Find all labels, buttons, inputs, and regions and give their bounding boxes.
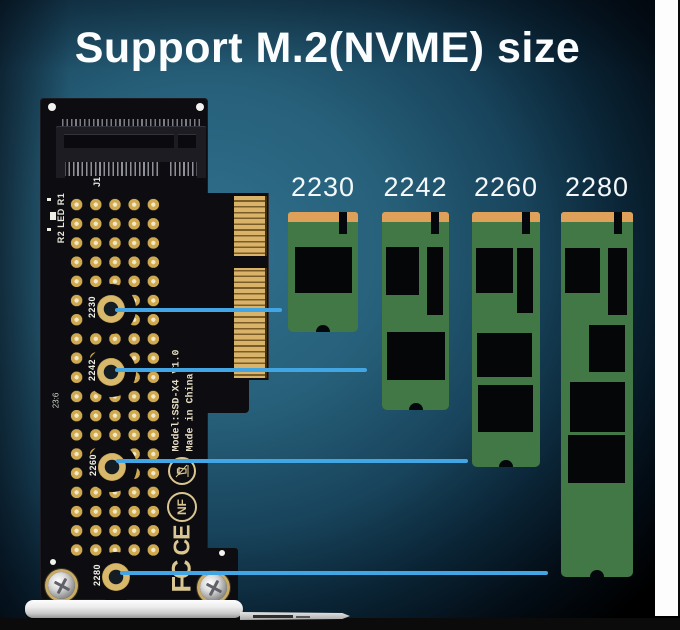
ssd-card-2260 <box>472 212 540 467</box>
controller-chip <box>517 248 533 313</box>
j1-silkscreen: J1 <box>92 177 102 188</box>
mounting-screw <box>48 572 75 599</box>
pcb-edge-tab <box>207 378 249 413</box>
date-code-silkscreen: 23:6 <box>51 392 61 409</box>
ssd-size-label-2260: 2260 <box>473 172 539 202</box>
pcie-key-notch <box>234 256 267 268</box>
nand-chip <box>295 247 352 293</box>
pcie-edge-connector <box>234 196 267 378</box>
nand-chip <box>589 325 625 372</box>
ssd-connector-edge <box>288 212 358 222</box>
standoff-label-2280: 2280 <box>92 563 102 587</box>
corner-hole <box>196 103 204 111</box>
callout-line-2280 <box>120 571 548 575</box>
origin-silkscreen: Made in China <box>185 373 197 452</box>
nf-logo: NF <box>167 492 197 522</box>
nand-chip <box>478 385 533 432</box>
nand-chip <box>568 435 625 483</box>
page-title: Support M.2(NVME) size <box>74 24 581 72</box>
ssd-size-label-2242: 2242 <box>383 172 448 202</box>
callout-line-2230 <box>115 308 282 312</box>
m2-socket-top-pins <box>62 119 200 126</box>
crossed-bin-glyph <box>175 464 189 478</box>
ce-logo: CE <box>168 525 195 556</box>
nand-chip <box>387 332 445 380</box>
component-pad <box>47 228 51 231</box>
m2-socket-slot <box>64 134 174 148</box>
callout-line-2242 <box>115 368 367 372</box>
controller-chip <box>427 247 443 315</box>
mount-notch <box>408 403 423 410</box>
nand-chip <box>477 333 532 377</box>
corner-hole <box>219 550 225 556</box>
weee-bin-icon <box>168 457 196 485</box>
ssd-card-2280 <box>561 212 633 577</box>
corner-hole <box>48 103 56 111</box>
ssd-key-notch <box>339 212 348 234</box>
mount-notch <box>590 570 604 577</box>
mount-notch <box>499 460 513 467</box>
callout-line-2260 <box>116 459 468 463</box>
ssd-key-notch <box>613 212 622 234</box>
standoff-label-2242: 2242 <box>87 358 97 382</box>
nand-chip <box>570 382 625 432</box>
mounting-screw <box>200 574 227 601</box>
nand-chip <box>565 248 600 293</box>
corner-hole <box>50 559 56 565</box>
nand-chip <box>476 248 513 293</box>
component-pad <box>50 212 56 220</box>
m2-socket-post <box>56 158 65 178</box>
mount-notch <box>316 325 330 332</box>
ssd-size-label-2230: 2230 <box>290 172 356 202</box>
component-pad <box>47 198 51 201</box>
standoff-label-2260: 2260 <box>88 453 98 477</box>
nand-chip <box>386 247 419 295</box>
m2-socket-post <box>197 158 206 178</box>
bottom-edge-bar <box>0 618 680 630</box>
standoff-hole-2280 <box>102 563 130 591</box>
ssd-key-notch <box>430 212 439 234</box>
bracket-etch-mark <box>296 616 310 618</box>
bracket-etch-mark <box>253 615 293 618</box>
ssd-connector-edge <box>472 212 540 222</box>
standoff-label-2230: 2230 <box>87 295 97 319</box>
ssd-key-notch <box>521 212 530 234</box>
ssd-card-2242 <box>382 212 449 410</box>
led-silkscreen: R2 LED R1 <box>56 192 66 244</box>
ssd-card-2230 <box>288 212 358 332</box>
pci-bracket <box>25 600 243 618</box>
standoff-hole-2260 <box>98 453 126 481</box>
page-margin-strip <box>655 0 680 616</box>
m2-socket-pins <box>64 162 160 176</box>
m2-socket-pins <box>170 162 200 176</box>
standoff-hole-2242 <box>97 358 125 386</box>
model-silkscreen: Model:SSD-X4 V1.0 <box>171 349 183 452</box>
pci-bracket-tail <box>240 612 350 620</box>
controller-chip <box>608 248 627 315</box>
m2-socket-key-slot <box>178 134 196 148</box>
fcc-logo: FC <box>166 562 197 593</box>
ssd-connector-edge <box>382 212 449 222</box>
ssd-connector-edge <box>561 212 633 222</box>
ssd-size-label-2280: 2280 <box>564 172 630 202</box>
